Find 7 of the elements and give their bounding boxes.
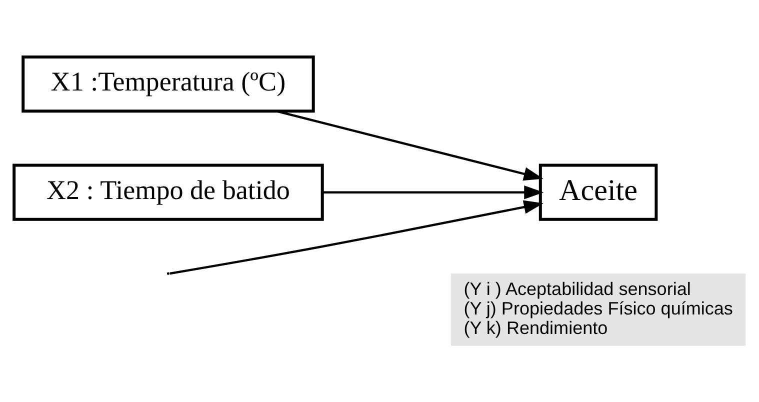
arrow xyxy=(170,200,544,275)
node-box: X2 : Tiempo de batido xyxy=(12,164,324,221)
node-box: X1 :Temperatura (ºC) xyxy=(22,56,315,113)
arrow xyxy=(322,186,544,200)
arrow xyxy=(276,110,544,181)
node-box: (Y i ) Aceptabilidad sensorial (Y j) Propiedades Físico químicas (Y k) Rendimiento xyxy=(450,274,746,346)
node-box: Aceite xyxy=(538,164,658,221)
